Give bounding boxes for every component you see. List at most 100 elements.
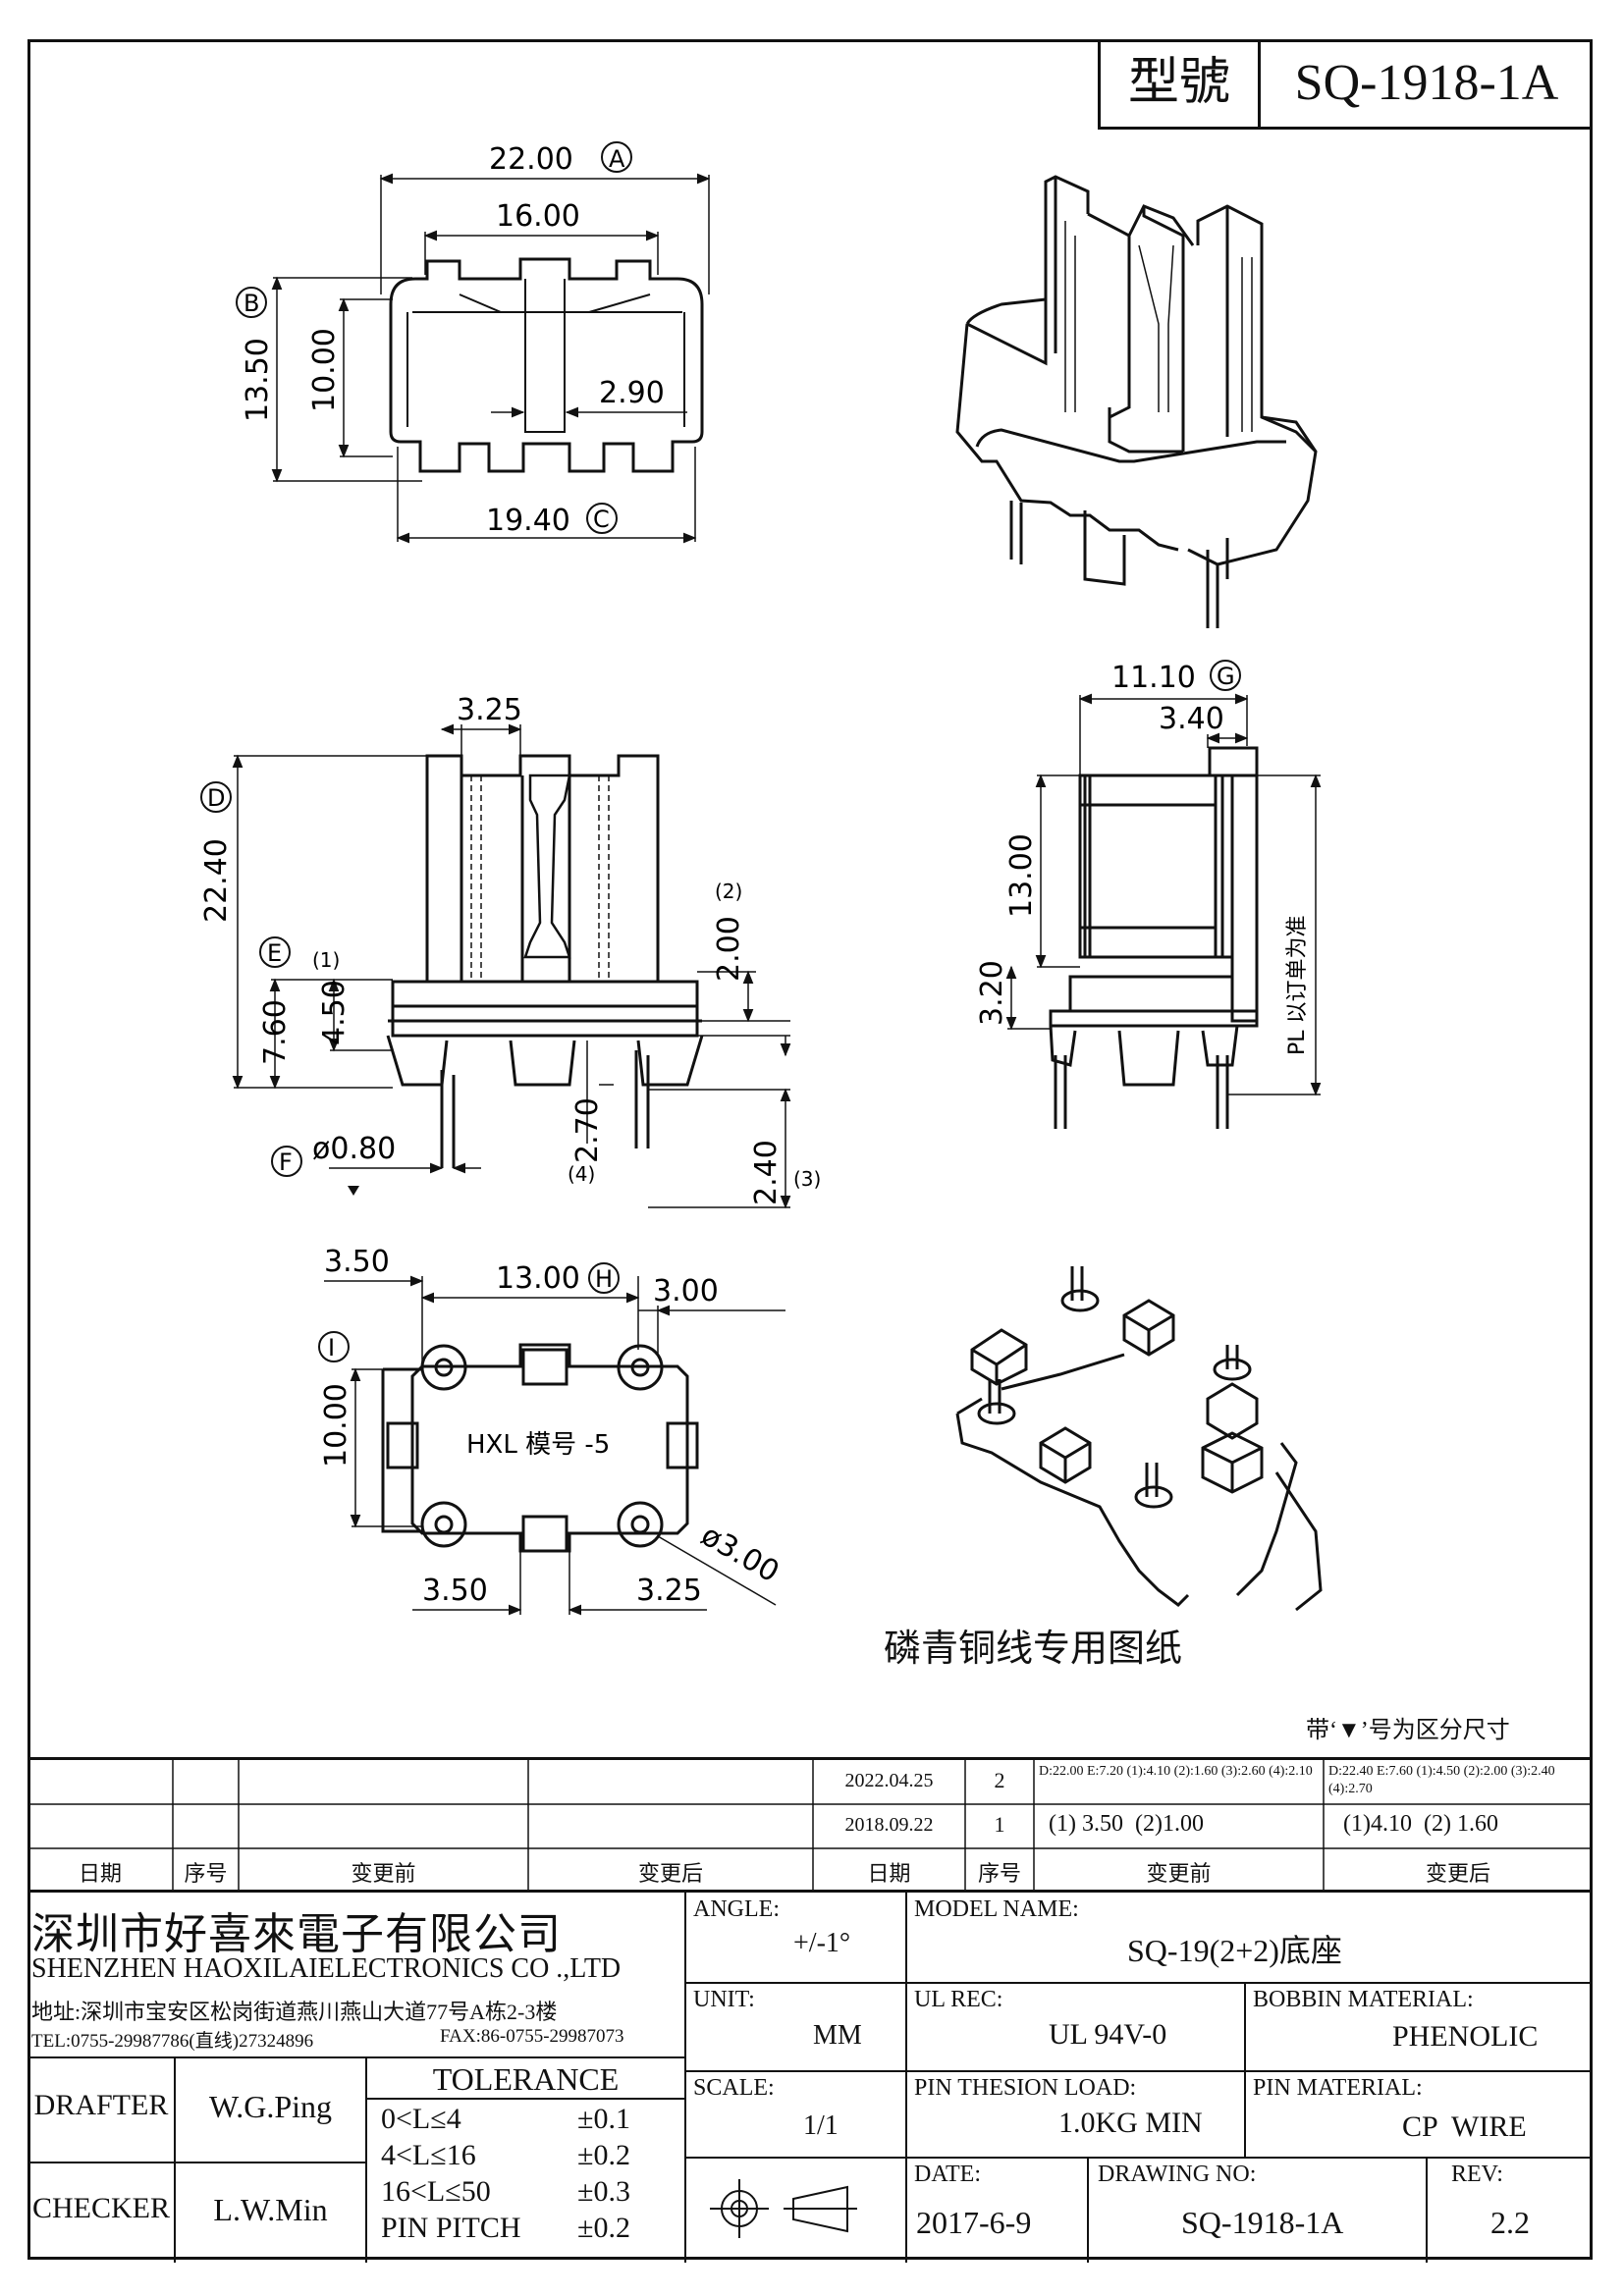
front-note-2: (2)	[715, 880, 742, 903]
rev-header-seq: 序号	[184, 1862, 228, 1887]
rev-header-seq-2: 序号	[977, 1862, 1021, 1887]
model-header-value: SQ-1918-1A	[1294, 55, 1559, 111]
date-label: DATE:	[914, 2162, 981, 2187]
side-pl-note: PL 以订单为准	[1285, 915, 1310, 1055]
scale-value: 1/1	[803, 2110, 839, 2141]
tag-b-circle	[236, 287, 267, 318]
top-dim-22: 22.00	[489, 142, 573, 177]
bottom-dim-3-25: 3.25	[636, 1574, 702, 1608]
tag-b: B	[244, 290, 259, 317]
front-dim-7-6: 7.60	[258, 999, 293, 1065]
front-note-1: (1)	[312, 948, 340, 972]
iso-view-bottom	[955, 1266, 1323, 1612]
projection-symbol	[710, 2179, 857, 2238]
rev1-date: 2018.09.22	[844, 1814, 934, 1836]
rev-header-date: 日期	[78, 1862, 122, 1887]
front-dim-pin-dia: ø0.80	[312, 1132, 396, 1166]
side-dim-13: 13.00	[1004, 833, 1039, 918]
pin-load-value: 1.0KG MIN	[1058, 2107, 1203, 2139]
side-dim-3-4: 3.40	[1159, 702, 1224, 736]
tag-g-circle	[1210, 660, 1241, 691]
bottom-dim-3-5-top: 3.50	[324, 1245, 390, 1279]
company-tel: TEL:0755-29987786(直线)27324896	[31, 2031, 314, 2052]
top-dim-19-4: 19.40	[486, 504, 570, 538]
rev2-seq: 2	[994, 1768, 1005, 1792]
pin-material-value: CP WIRE	[1402, 2110, 1527, 2143]
front-view	[386, 754, 704, 1168]
unit-label: UNIT:	[693, 1987, 755, 2012]
tag-d-circle	[200, 781, 232, 813]
rev-header-after: 变更后	[637, 1862, 703, 1887]
front-mark-triangle	[348, 1186, 359, 1196]
tag-a: A	[609, 145, 625, 173]
rev-header-date-2: 日期	[867, 1862, 911, 1887]
drawing-caption: 磷青铜线专用图纸	[884, 1629, 1183, 1670]
bobbin-value: PHENOLIC	[1392, 2020, 1539, 2053]
bottom-inner-text: HXL 模号 -5	[466, 1430, 610, 1460]
rev2-after: D:22.40 E:7.60 (1):4.50 (2):2.00 (3):2.4…	[1328, 1764, 1555, 1796]
bottom-dim-13: 13.00	[496, 1261, 580, 1296]
scale-label: SCALE:	[693, 2075, 775, 2101]
drawing-no-value: SQ-1918-1A	[1181, 2205, 1344, 2240]
tag-h: H	[595, 1265, 613, 1293]
ul-label: UL REC:	[914, 1987, 1003, 2012]
top-dim-16: 16.00	[496, 199, 580, 234]
tolerance-range-2: 4<L≤16	[381, 2139, 476, 2171]
iso-view-top	[955, 175, 1318, 628]
tolerance-value-2: ±0.2	[577, 2139, 630, 2171]
tag-a-circle	[601, 141, 632, 173]
tag-c: C	[593, 506, 610, 533]
front-dim-2-7: 2.70	[570, 1097, 605, 1163]
drafter-label: DRAFTER	[33, 2089, 169, 2121]
bottom-dim-dia-3: ø3.00	[695, 1519, 785, 1590]
front-dim-3-25: 3.25	[457, 693, 522, 727]
revision-table: 2022.04.25 2 D:22.00 E:7.20 (1):4.10 (2)…	[27, 1757, 1593, 1893]
side-view	[1049, 746, 1259, 1129]
bottom-dim-10: 10.00	[319, 1383, 353, 1468]
company-address: 地址:深圳市宝安区松岗街道燕川燕山大道77号A栋2-3楼	[31, 2000, 558, 2024]
rev-label: REV:	[1451, 2162, 1503, 2187]
tag-e: E	[267, 939, 282, 967]
mark-note: 带‘▼’号为区分尺寸	[1306, 1718, 1510, 1743]
model-header-label: 型號	[1101, 39, 1261, 127]
rev-header-before: 变更前	[351, 1862, 416, 1887]
front-dim-2-4: 2.40	[749, 1140, 784, 1205]
top-view-dims	[271, 173, 711, 544]
tag-c-circle	[586, 503, 618, 534]
drafter-value: W.G.Ping	[208, 2089, 333, 2124]
model-name-label: MODEL NAME:	[914, 1896, 1079, 1922]
rev1-before: (1) 3.50 (2)1.00	[1049, 1811, 1204, 1837]
tag-i: I	[328, 1334, 335, 1362]
title-block: 深圳市好喜來電子有限公司 SHENZHEN HAOXILAIELECTRONIC…	[27, 1890, 1593, 2263]
checker-label: CHECKER	[31, 2192, 170, 2224]
company-name-en: SHENZHEN HAOXILAIELECTRONICS CO .,LTD	[31, 1953, 622, 1984]
side-dim-3-2: 3.20	[975, 960, 1009, 1026]
ul-value: UL 94V-0	[1049, 2018, 1167, 2051]
front-dim-22-4: 22.40	[199, 838, 234, 923]
technical-drawing: 22.00 A 16.00 B 13.50 10.00 2.90 19.40 C	[199, 141, 1323, 1616]
top-dim-10: 10.00	[307, 328, 342, 412]
tolerance-range-4: PIN PITCH	[381, 2212, 521, 2244]
angle-label: ANGLE:	[693, 1896, 780, 1922]
rev-header-after-2: 变更后	[1425, 1862, 1490, 1887]
bottom-view-dims	[324, 1275, 785, 1616]
tag-i-circle	[318, 1331, 350, 1362]
front-note-3: (3)	[793, 1167, 821, 1191]
drawing-frame	[27, 39, 1593, 2260]
tag-e-circle	[259, 936, 291, 968]
angle-value: +/-1°	[793, 1928, 851, 1958]
top-dim-13-5: 13.50	[241, 338, 275, 422]
model-header: 型號 SQ-1918-1A	[1098, 39, 1593, 130]
rev2-date: 2022.04.25	[844, 1770, 934, 1791]
rev-header-before-2: 变更前	[1146, 1862, 1212, 1887]
tolerance-title: TOLERANCE	[432, 2061, 620, 2097]
tag-g: G	[1217, 663, 1235, 690]
tolerance-range-3: 16<L≤50	[381, 2175, 491, 2208]
tolerance-value-4: ±0.2	[577, 2212, 630, 2244]
company-fax: FAX:86-0755-29987073	[440, 2026, 624, 2047]
side-dim-11-1: 11.10	[1111, 661, 1196, 695]
date-value: 2017-6-9	[916, 2205, 1032, 2240]
iso-view-top-hidden	[1064, 221, 1253, 432]
tolerance-value-1: ±0.1	[577, 2103, 630, 2135]
unit-value: MM	[813, 2020, 862, 2051]
